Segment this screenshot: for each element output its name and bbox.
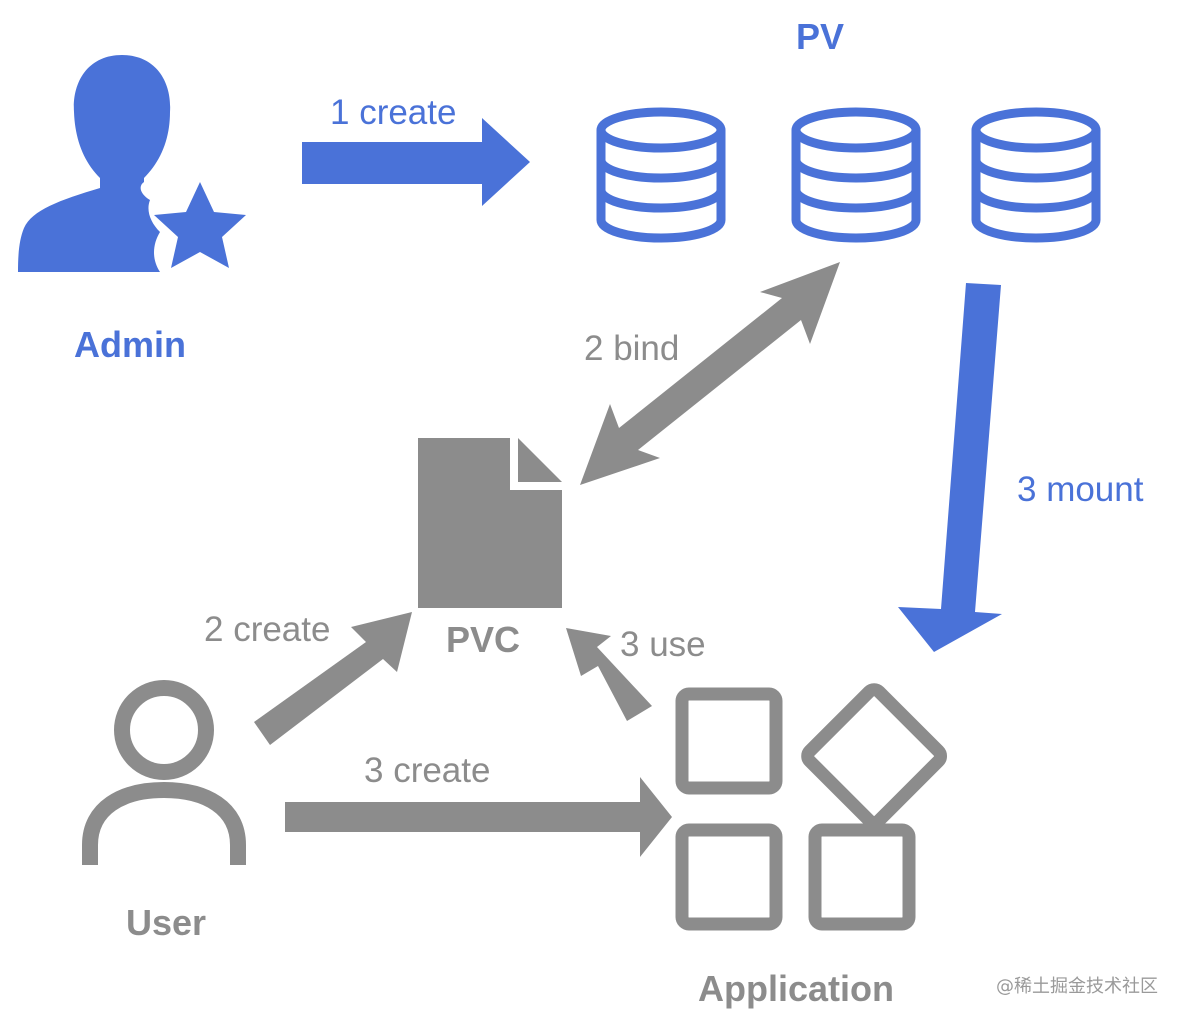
pv-label: PV [796,16,845,57]
pv-database-2-icon [796,112,916,238]
pvc-label: PVC [446,619,521,660]
arrow-user-create-pvc [254,612,412,745]
arrow-app-use-pvc [566,628,652,721]
admin-star-user-icon [18,55,246,272]
application-label: Application [698,968,894,1009]
arrow-admin-create-pv [302,118,530,206]
app-grid-icon [675,683,948,931]
edge-label-pvc-bind-pv: 2 bind [584,329,680,368]
edge-label-user-create-app: 3 create [364,751,491,790]
file-icon [418,438,562,608]
watermark: @稀土掘金技术社区 [996,976,1158,997]
arrow-pvc-bind-pv [580,262,840,485]
pv-database-1-icon [601,112,721,238]
edge-label-app-use-pvc: 3 use [620,625,706,664]
user-icon [82,680,246,865]
pv-database-3-icon [976,112,1096,238]
edge-label-admin-create-pv: 1 create [330,93,457,132]
edge-label-user-create-pvc: 2 create [204,610,331,649]
admin-label: Admin [74,324,186,365]
arrow-user-create-app [285,777,672,857]
edge-label-pv-mount-app: 3 mount [1017,470,1144,509]
user-label: User [126,902,207,943]
arrow-pv-mount-app [898,283,1002,652]
